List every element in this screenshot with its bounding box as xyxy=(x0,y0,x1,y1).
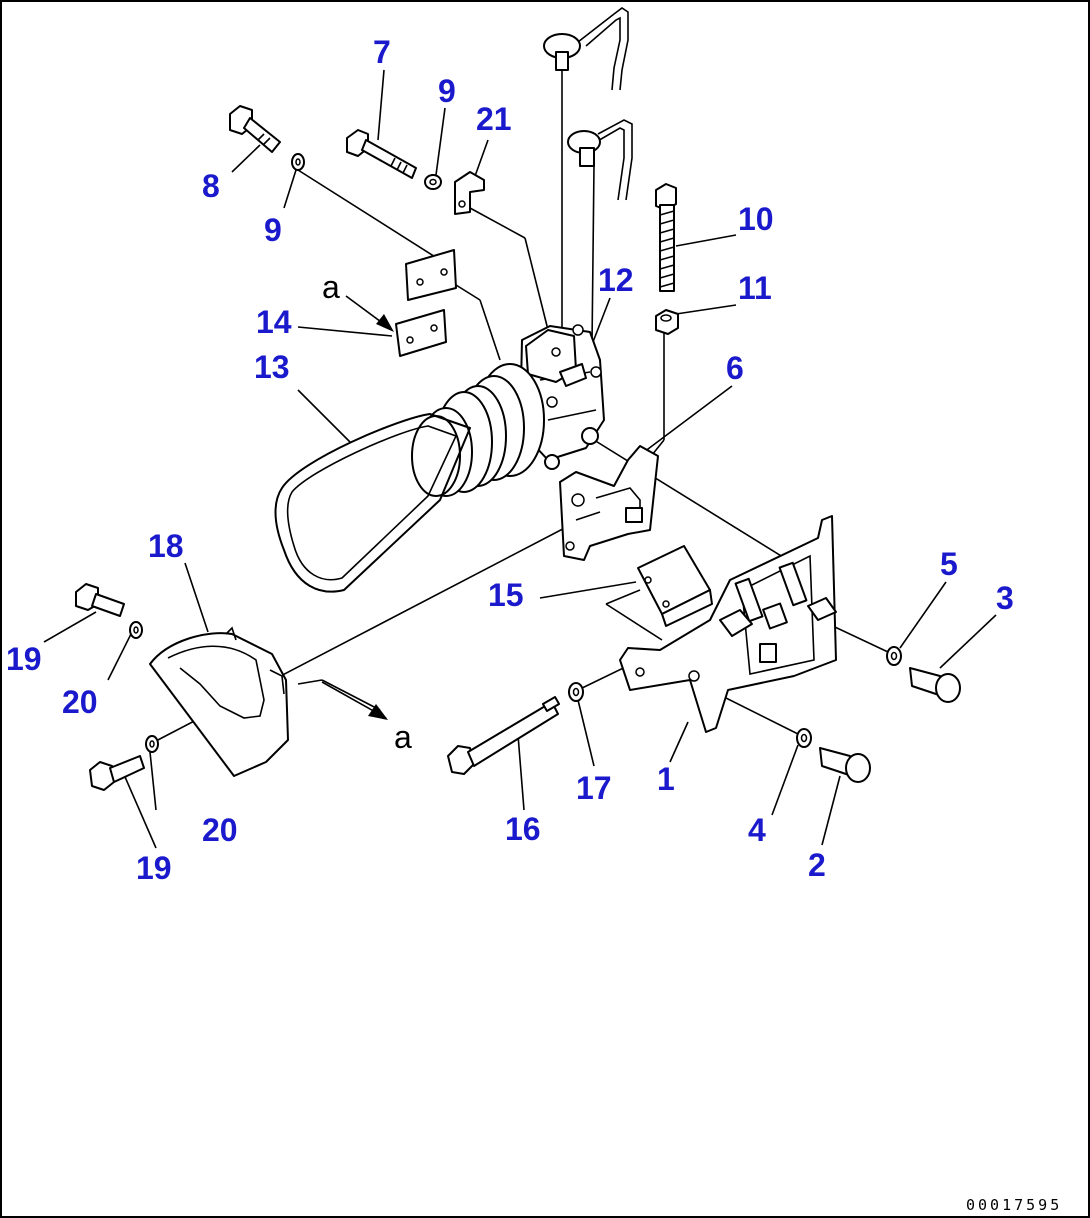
bolt-16 xyxy=(447,696,561,775)
callout-11: 11 xyxy=(738,270,772,306)
bolt-19-upper xyxy=(75,583,125,617)
view-marker-a-upper: a xyxy=(322,269,340,305)
callout-9-upper: 9 xyxy=(438,73,456,109)
callout-3: 3 xyxy=(996,580,1014,616)
clip-21 xyxy=(454,171,485,215)
callout-18: 18 xyxy=(148,528,184,564)
callout-12: 12 xyxy=(598,262,634,298)
bolt-19-lower xyxy=(89,755,145,791)
callout-16: 16 xyxy=(505,811,541,847)
callout-7: 7 xyxy=(373,34,391,70)
view-arrow-a-upper xyxy=(345,295,394,332)
view-marker-a-lower: a xyxy=(394,719,412,755)
callout-8: 8 xyxy=(202,168,220,204)
plate-14-lower xyxy=(395,309,447,357)
belt-guard-18 xyxy=(149,626,289,777)
callout-6: 6 xyxy=(726,350,744,386)
callout-labels: 1 2 3 4 5 6 7 8 9 9 10 11 12 13 14 15 16… xyxy=(6,34,1014,886)
callout-21: 21 xyxy=(476,101,512,137)
callout-5: 5 xyxy=(940,546,958,582)
block-15 xyxy=(637,545,713,627)
callout-10: 10 xyxy=(738,201,774,237)
callout-15: 15 xyxy=(488,577,524,613)
v-belt-13 xyxy=(274,413,471,593)
compressor-assembly xyxy=(411,324,605,497)
callout-17: 17 xyxy=(576,770,612,806)
sensor-lower xyxy=(567,119,633,201)
view-arrow-a-lower xyxy=(321,681,388,720)
bolt-10 xyxy=(655,183,677,292)
bolt-2 xyxy=(819,747,871,783)
callout-20-upper: 20 xyxy=(62,684,98,720)
callout-13: 13 xyxy=(254,349,290,385)
callout-20-lower: 20 xyxy=(202,812,238,848)
callout-1: 1 xyxy=(657,761,675,797)
callout-2: 2 xyxy=(808,847,826,883)
bracket-6 xyxy=(559,445,659,561)
sensor-upper xyxy=(543,7,629,91)
nut-11 xyxy=(655,309,679,335)
callout-9-lower: 9 xyxy=(264,212,282,248)
leader-lines xyxy=(43,65,997,849)
callout-14: 14 xyxy=(256,304,292,340)
callout-4: 4 xyxy=(748,812,766,848)
plate-14-upper xyxy=(405,249,457,301)
bolt-8 xyxy=(229,105,281,153)
drawing-number: 00017595 xyxy=(966,1196,1062,1214)
bracket-1 xyxy=(619,515,837,733)
bolt-3 xyxy=(909,667,961,703)
callout-19-lower: 19 xyxy=(136,850,172,886)
bolt-7 xyxy=(346,129,417,179)
callout-19-upper: 19 xyxy=(6,641,42,677)
